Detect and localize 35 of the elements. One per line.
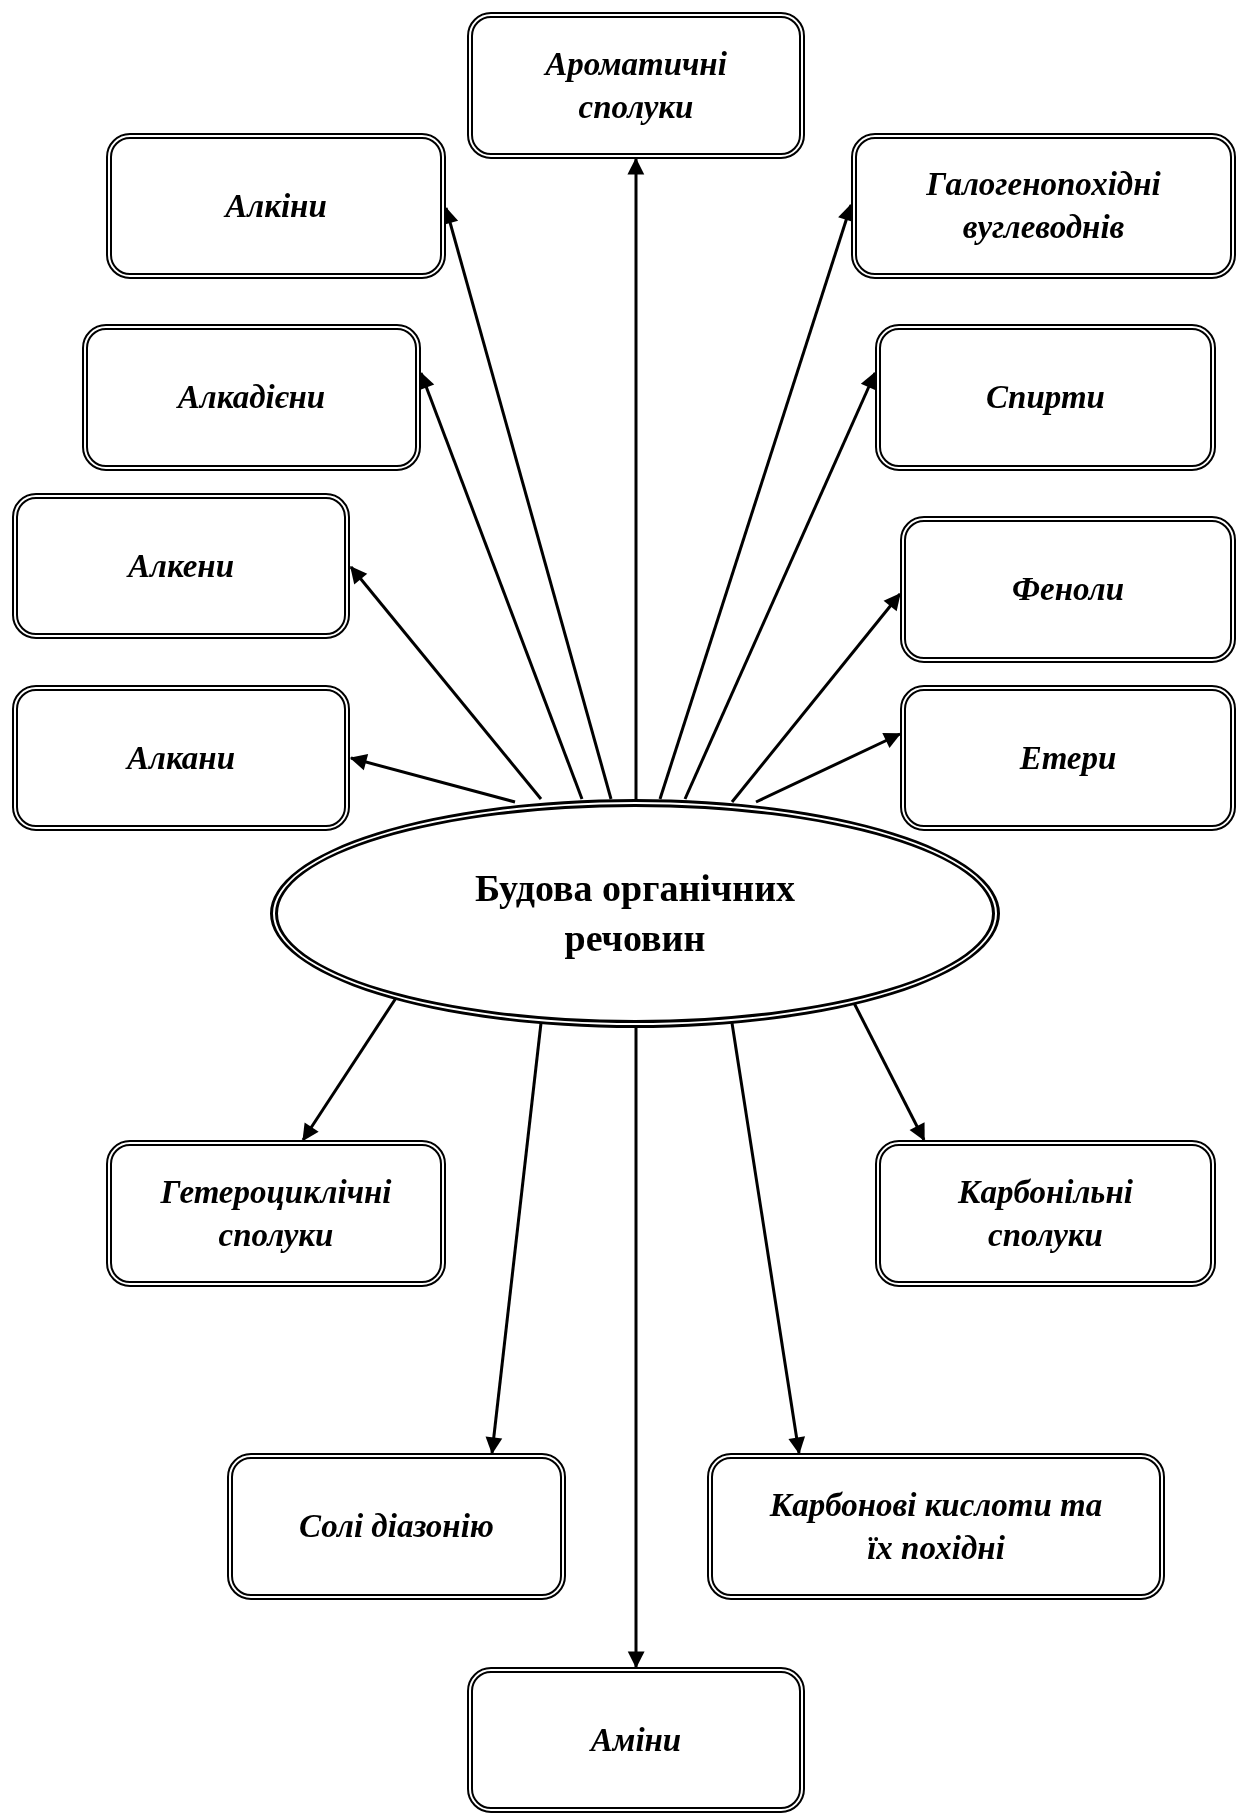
category-label: Алкадієни [175, 378, 327, 418]
category-label: Алкіни [222, 186, 328, 226]
category-box [875, 1140, 1216, 1287]
category-box [707, 1453, 1165, 1600]
arrow [627, 1028, 645, 1669]
category-box [467, 1667, 805, 1813]
category-label: Карбонільні сполуки [956, 1172, 1134, 1255]
arrow [627, 157, 645, 799]
category-label: Алкени [125, 546, 235, 586]
category-label: Спирти [985, 378, 1106, 418]
category-label: Етери [1018, 738, 1118, 778]
category-box [900, 516, 1236, 663]
category-box [106, 1140, 446, 1287]
category-label: Галогенопохідні вуглеводнів [925, 165, 1162, 247]
category-box [106, 133, 446, 279]
category-box [467, 12, 805, 159]
arrow [349, 566, 543, 800]
category-box [851, 133, 1236, 279]
arrow [301, 997, 398, 1142]
category-box [12, 685, 350, 831]
category-label: Гетероциклічні сполуки [159, 1172, 393, 1255]
category-box [227, 1453, 566, 1600]
category-box [875, 324, 1216, 471]
category-label: Аміни [588, 1720, 683, 1760]
arrow [683, 371, 877, 800]
category-label: Алкани [124, 738, 236, 778]
arrow [852, 1002, 926, 1142]
category-box [82, 324, 421, 471]
category-label: Ароматичні сполуки [542, 44, 728, 127]
category-label: Феноли [1011, 570, 1125, 610]
category-box [12, 493, 350, 639]
category-label: Карбонові кислоти та їх похідні [768, 1485, 1104, 1568]
central-label: Будова органічних речовин [473, 866, 797, 961]
category-box [900, 685, 1236, 831]
category-label: Солі діазонію [298, 1507, 495, 1547]
